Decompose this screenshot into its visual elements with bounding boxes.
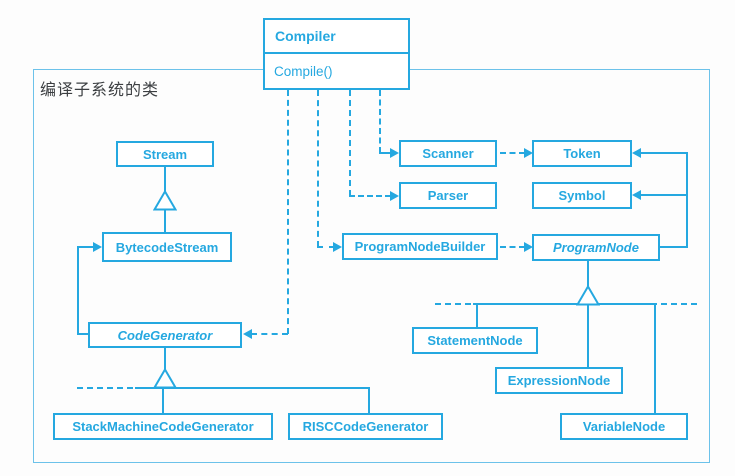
inheritance-bus-programnode <box>473 303 657 305</box>
reference-line-programnode-stub <box>660 246 688 248</box>
class-name-parser: Parser <box>427 188 469 203</box>
class-name-expressionnode: ExpressionNode <box>507 373 611 388</box>
class-box-stackmachinecodegenerator: StackMachineCodeGenerator <box>53 413 273 440</box>
subsystem-boundary-box <box>33 69 710 463</box>
class-name-variablenode: VariableNode <box>582 419 666 434</box>
class-box-programnode: ProgramNode <box>532 234 660 261</box>
class-box-expressionnode: ExpressionNode <box>495 367 623 394</box>
reference-line-token <box>640 152 688 154</box>
class-name-codegenerator: CodeGenerator <box>117 327 213 343</box>
class-box-codegenerator: CodeGenerator <box>88 322 242 348</box>
class-name-token: Token <box>563 146 601 161</box>
dependency-line-pnbuilder-vertical <box>317 90 319 247</box>
class-name-statementnode: StatementNode <box>427 333 523 348</box>
inheritance-triangle-stream <box>153 190 177 211</box>
inheritance-drop-expressionnode <box>587 303 589 367</box>
reference-line-symbol <box>640 194 688 196</box>
inheritance-line-programnode <box>587 261 589 286</box>
dependency-arrowhead-programnode <box>524 242 533 252</box>
association-line-codegenerator-vertical <box>77 246 79 335</box>
class-box-programnodebuilder: ProgramNodeBuilder <box>342 233 498 260</box>
dependency-arrowhead-token <box>524 148 533 158</box>
class-box-token: Token <box>532 140 632 167</box>
dependency-line-scanner-token <box>500 152 525 154</box>
dependency-line-codegenerator-horizontal <box>251 333 288 335</box>
class-name-programnodebuilder: ProgramNodeBuilder <box>354 239 486 254</box>
class-box-bytecodestream: BytecodeStream <box>102 232 232 262</box>
dependency-line-scanner-horizontal <box>379 152 391 154</box>
class-box-compiler: Compiler Compile() <box>263 18 410 90</box>
association-line-bytecodestream-horizontal <box>77 246 94 248</box>
class-name-compiler: Compiler <box>265 20 408 54</box>
inheritance-drop-stackmachine <box>162 387 164 413</box>
inheritance-line-bytecodestream <box>164 209 166 233</box>
class-name-stream: Stream <box>142 146 188 162</box>
inheritance-bus-dashed-left <box>77 387 133 389</box>
dependency-arrowhead-scanner <box>390 148 399 158</box>
class-name-risccodegenerator: RISCCodeGenerator <box>302 419 429 434</box>
inheritance-drop-statementnode <box>476 303 478 327</box>
inheritance-bus-codegenerator <box>135 387 370 389</box>
programnode-bus-dashed-left <box>435 303 471 305</box>
class-box-scanner: Scanner <box>399 140 497 167</box>
class-box-parser: Parser <box>399 182 497 209</box>
inheritance-drop-variablenode <box>654 303 656 413</box>
programnode-bus-dashed-right <box>661 303 697 305</box>
association-line-codegenerator-stub <box>77 333 89 335</box>
class-name-bytecodestream: BytecodeStream <box>115 239 219 255</box>
class-box-variablenode: VariableNode <box>560 413 688 440</box>
dependency-arrowhead-pnbuilder <box>333 242 342 252</box>
dependency-arrowhead-parser <box>390 191 399 201</box>
dependency-line-scanner-vertical <box>379 90 381 153</box>
class-box-stream: Stream <box>116 141 214 167</box>
inheritance-line-stream <box>164 167 166 191</box>
subsystem-boundary-label: 编译子系统的类 <box>40 82 160 99</box>
reference-arrowhead-token <box>632 148 641 158</box>
class-name-symbol: Symbol <box>558 188 606 203</box>
inheritance-drop-risc <box>368 387 370 413</box>
class-name-stackmachinecodegenerator: StackMachineCodeGenerator <box>72 419 254 434</box>
dependency-line-pnbuilder-programnode <box>500 246 525 248</box>
class-name-programnode: ProgramNode <box>553 240 639 255</box>
class-box-symbol: Symbol <box>532 182 632 209</box>
class-name-scanner: Scanner <box>422 146 474 161</box>
inheritance-line-codegenerator <box>164 348 166 369</box>
reference-line-vertical <box>686 152 688 248</box>
inheritance-triangle-programnode <box>576 285 600 306</box>
class-box-statementnode: StatementNode <box>412 327 538 354</box>
class-box-risccodegenerator: RISCCodeGenerator <box>288 413 443 440</box>
dependency-line-codegenerator-vertical <box>287 90 289 334</box>
dependency-arrowhead-codegenerator <box>243 329 252 339</box>
association-arrowhead-bytecodestream <box>93 242 102 252</box>
dependency-line-pnbuilder-horizontal <box>317 246 335 248</box>
class-method-compile: Compile() <box>274 63 333 79</box>
reference-arrowhead-symbol <box>632 190 641 200</box>
dependency-line-parser-horizontal <box>349 195 391 197</box>
inheritance-triangle-codegenerator <box>153 368 177 389</box>
dependency-line-parser-vertical <box>349 90 351 196</box>
